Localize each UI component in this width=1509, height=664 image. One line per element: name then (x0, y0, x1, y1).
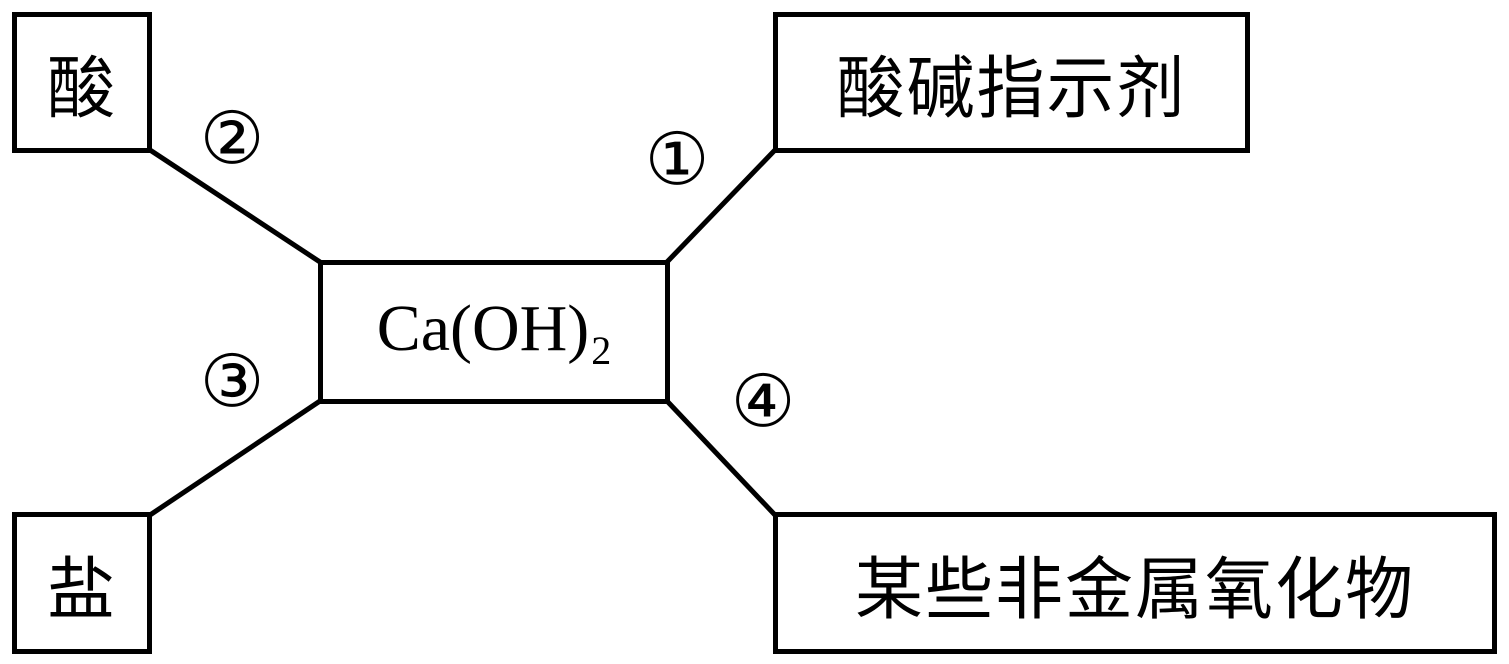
connector-indicator (665, 148, 777, 264)
marker-3: ③ (199, 339, 265, 423)
node-salt-label: 盐 (46, 550, 117, 630)
marker-2: ② (199, 96, 265, 180)
center-formula-subscript: 2 (591, 327, 612, 373)
marker-4: ④ (730, 359, 796, 443)
center-formula: Ca(OH)2 (377, 291, 612, 374)
connector-nonmetal-oxide (665, 399, 777, 517)
node-acid-label: 酸 (46, 50, 117, 129)
node-indicator-label: 酸碱指示剂 (836, 50, 1187, 129)
marker-1: ① (644, 117, 710, 201)
center-formula-main: Ca(OH) (376, 291, 590, 365)
connector-salt (148, 398, 322, 518)
node-indicator: 酸碱指示剂 (773, 12, 1250, 153)
node-salt: 盐 (12, 512, 152, 654)
node-center: Ca(OH)2 (318, 260, 670, 404)
node-nonmetal-oxide: 某些非金属氧化物 (773, 512, 1497, 654)
node-acid: 酸 (12, 12, 152, 153)
connector-acid (148, 147, 322, 265)
node-nonmetal-oxide-label: 某些非金属氧化物 (854, 550, 1415, 630)
